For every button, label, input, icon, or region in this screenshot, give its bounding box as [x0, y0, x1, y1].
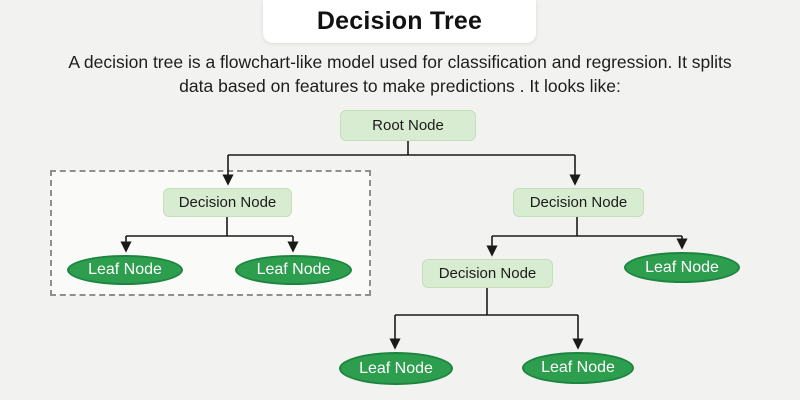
node-left-decision: Decision Node	[163, 188, 292, 217]
node-left-leaf-2: Leaf Node	[235, 255, 352, 285]
node-bottom-leaf-1-label: Leaf Node	[359, 359, 433, 377]
node-right-decision: Decision Node	[513, 188, 644, 217]
description-line-1: A decision tree is a flowchart-like mode…	[68, 52, 732, 72]
node-left-decision-label: Decision Node	[178, 194, 277, 211]
node-root: Root Node	[340, 110, 476, 141]
node-bottom-leaf-1: Leaf Node	[339, 352, 453, 385]
page-title: Decision Tree	[316, 7, 483, 35]
node-bottom-leaf-2: Leaf Node	[522, 352, 634, 384]
node-left-leaf-2-label: Leaf Node	[256, 261, 331, 278]
description-line-2: data based on features to make predictio…	[179, 76, 621, 96]
node-right-decision-label: Decision Node	[529, 194, 628, 211]
node-right-leaf-label: Leaf Node	[645, 258, 719, 276]
node-bottom-leaf-2-label: Leaf Node	[541, 359, 615, 376]
node-left-leaf-1: Leaf Node	[67, 255, 183, 285]
node-inner-decision: Decision Node	[422, 259, 553, 288]
node-right-leaf: Leaf Node	[624, 252, 740, 283]
node-inner-decision-label: Decision Node	[438, 265, 537, 282]
title-card: Decision Tree	[263, 0, 536, 43]
node-left-leaf-1-label: Leaf Node	[88, 261, 162, 278]
description-text: A decision tree is a flowchart-like mode…	[0, 50, 800, 98]
decision-tree-diagram: Root Node Decision Node Decision Node De…	[0, 100, 800, 400]
node-root-label: Root Node	[372, 117, 444, 134]
